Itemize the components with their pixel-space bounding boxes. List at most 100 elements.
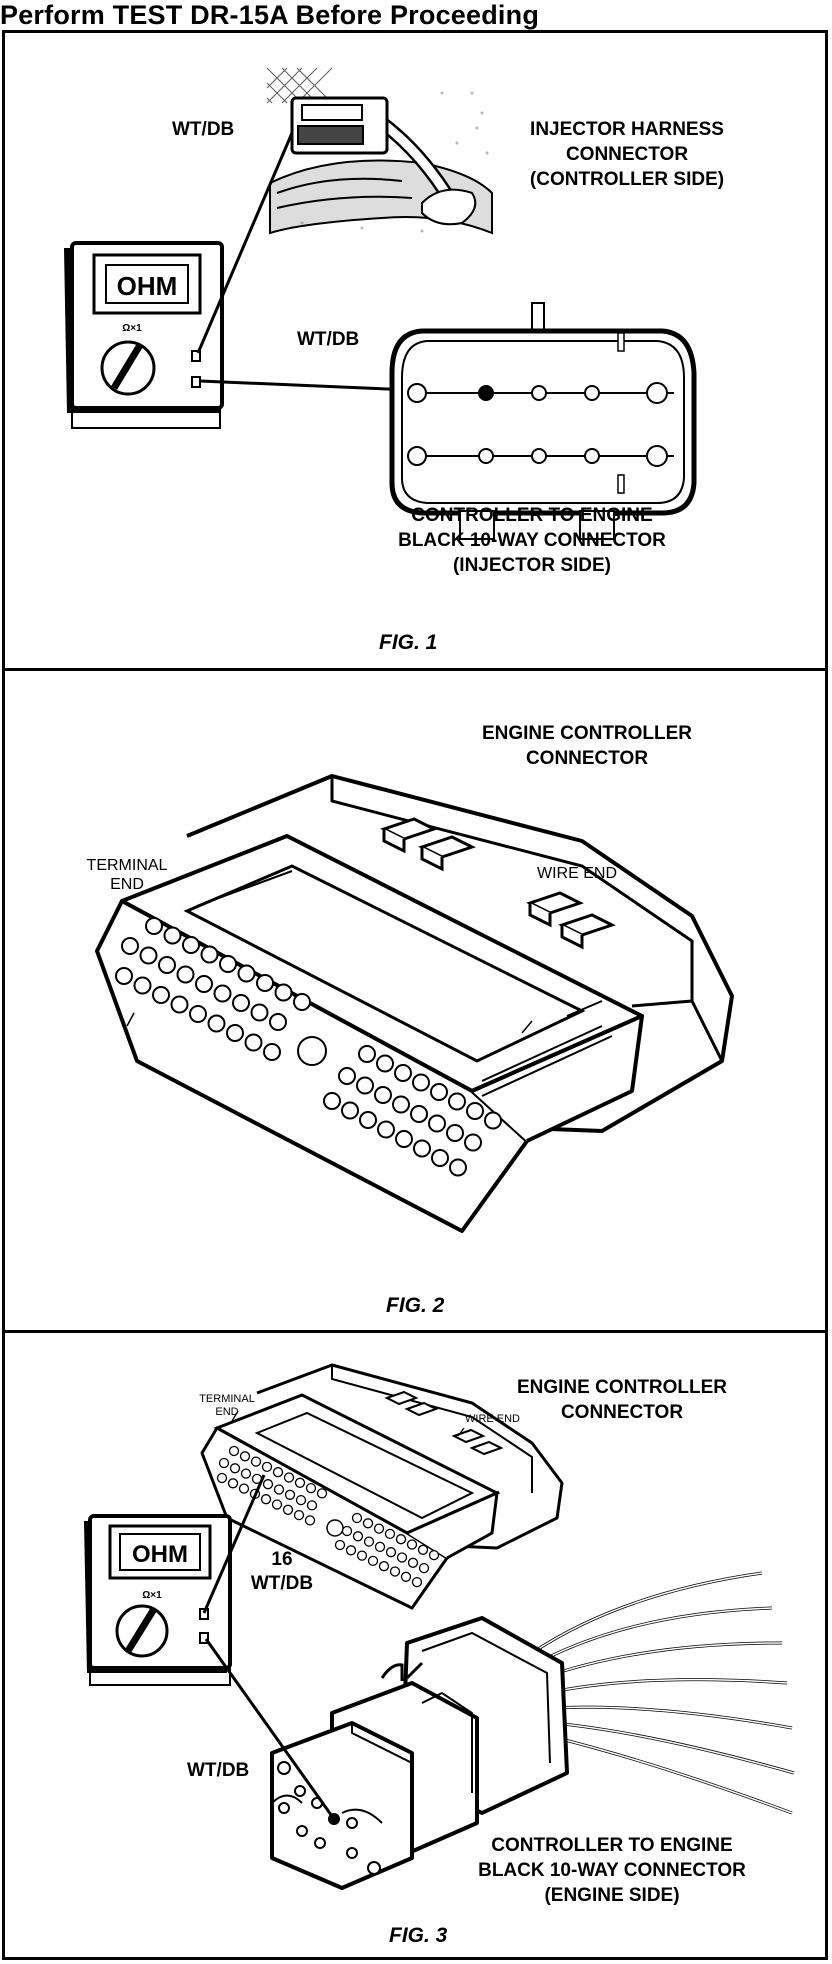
connector-pin [293, 1509, 305, 1521]
meter-display-fig1: OHM [117, 271, 178, 301]
connector-pin [373, 1523, 385, 1534]
connector-pin [413, 1139, 431, 1158]
connector-pin [272, 1467, 284, 1478]
connector-pin [273, 1484, 285, 1495]
connector-pin [395, 1130, 413, 1148]
connector-pin [464, 1133, 482, 1152]
wire-end-label-fig3: WIRE END [465, 1413, 520, 1425]
connector-pin [283, 1472, 295, 1483]
terminal-end-label-fig2: TERMINAL END [86, 857, 168, 893]
connector-pin [356, 1076, 374, 1095]
connector-pin [367, 1555, 379, 1567]
connector-pin [389, 1566, 401, 1577]
injector-harness-illustration [264, 65, 494, 235]
connector-pin [145, 917, 163, 935]
meter-display-fig3: OHM [132, 1541, 188, 1568]
connector-pin [392, 1095, 410, 1114]
connector-pin [176, 965, 195, 984]
connector-pin [323, 1092, 341, 1110]
connector-pin [385, 1547, 397, 1558]
connector-pin [121, 937, 139, 955]
ten-way-connector-fig3 [270, 1616, 569, 1890]
connector-pin [163, 926, 182, 945]
connector-pin [260, 1494, 272, 1505]
connector-pin [262, 1479, 274, 1490]
connector-pin [428, 1549, 440, 1561]
connector-pin [229, 1463, 241, 1474]
connector-pin [207, 1014, 226, 1033]
connector-pin [359, 1111, 377, 1129]
connector-pin [412, 1073, 430, 1092]
connector-pin [237, 964, 256, 983]
divider-fig2 [2, 1330, 828, 1333]
connector-pin [377, 1120, 395, 1139]
connector-pin [219, 955, 237, 973]
connector-pin [430, 1083, 448, 1101]
connector-pin [227, 1478, 239, 1489]
fig2-drawing [95, 774, 734, 1233]
connector-pin [448, 1092, 466, 1111]
connector-pin [293, 993, 311, 1011]
connector-pin [250, 1456, 262, 1467]
connector-pin [466, 1102, 484, 1120]
connector-pin [238, 1483, 250, 1494]
engine-controller-connector-fig3 [200, 1363, 564, 1610]
connector-pin [282, 1504, 294, 1515]
terminal-end-leader-fig2 [126, 1012, 135, 1027]
fig3-caption: FIG. 3 [389, 1924, 448, 1947]
connector-pin [351, 1512, 363, 1524]
probe-lead-fig3-1 [202, 1474, 266, 1614]
connector-pin [274, 983, 293, 1002]
page-title: Perform TEST DR-15A Before Proceeding [0, 0, 540, 30]
terminal-end-label-fig3: TERMINAL END [199, 1393, 255, 1418]
fig3-drawing: OHM Ω×1 [84, 1363, 795, 1890]
fig3-title: ENGINE CONTROLLER CONNECTOR [516, 1377, 728, 1423]
fig2-title: ENGINE CONTROLLER CONNECTOR [481, 723, 693, 769]
controller-engine-label-fig1: CONTROLLER TO ENGINE BLACK 10-WAY CONNEC… [398, 505, 666, 576]
connector-pin [269, 1013, 287, 1031]
connector-pin [218, 1457, 230, 1469]
connector-pin [316, 1488, 328, 1499]
connector-pin [431, 1149, 449, 1167]
connector-pin [305, 1482, 317, 1494]
wire-end-leader-fig2 [521, 1020, 533, 1034]
connector-pin [244, 1033, 263, 1052]
connector-pin [338, 1067, 356, 1085]
ohmmeter-fig3: OHM Ω×1 [84, 1514, 232, 1686]
controller-engine-label-fig3: CONTROLLER TO ENGINE BLACK 10-WAY CONNEC… [478, 1835, 746, 1906]
engine-controller-connector-fig2 [95, 774, 734, 1233]
wire-end-label-fig2: WIRE END [537, 865, 617, 882]
connector-pin [200, 945, 219, 964]
connector-pin [446, 1124, 464, 1142]
connector-pin [295, 1494, 307, 1506]
connector-pin [182, 936, 200, 954]
connector-pin [484, 1111, 502, 1130]
connector-pin [334, 1539, 346, 1551]
ohmmeter-fig1: OHM Ω×1 [64, 241, 224, 429]
injector-harness-label: INJECTOR HARNESS CONNECTOR (CONTROLLER S… [529, 119, 725, 190]
connector-pin [158, 956, 176, 974]
divider-fig1 [2, 668, 828, 671]
connector-pin [170, 995, 189, 1014]
connector-pin [263, 1043, 281, 1061]
connector-pin [376, 1054, 394, 1073]
connector-pin [261, 1461, 273, 1473]
meter-range-fig1: Ω×1 [122, 323, 142, 334]
connector-pin [374, 1541, 386, 1553]
connector-pin [284, 1489, 296, 1500]
connector-pin [240, 1468, 252, 1479]
connector-pin [428, 1114, 446, 1133]
probe-lead-1 [196, 132, 294, 354]
connector-pin [352, 1531, 364, 1542]
fig1-drawing: OHM Ω×1 [64, 65, 697, 540]
connector-pin [418, 1562, 430, 1574]
diagram-frame [2, 30, 828, 1960]
ten-way-connector-fig1 [389, 302, 697, 540]
connector-pin [341, 1525, 353, 1537]
connector-pin [449, 1158, 467, 1177]
connector-pin [407, 1557, 419, 1568]
connector-pin [363, 1536, 375, 1547]
connector-pin [306, 1500, 318, 1511]
connector-pin [239, 1451, 251, 1462]
connector-pin [256, 974, 274, 992]
